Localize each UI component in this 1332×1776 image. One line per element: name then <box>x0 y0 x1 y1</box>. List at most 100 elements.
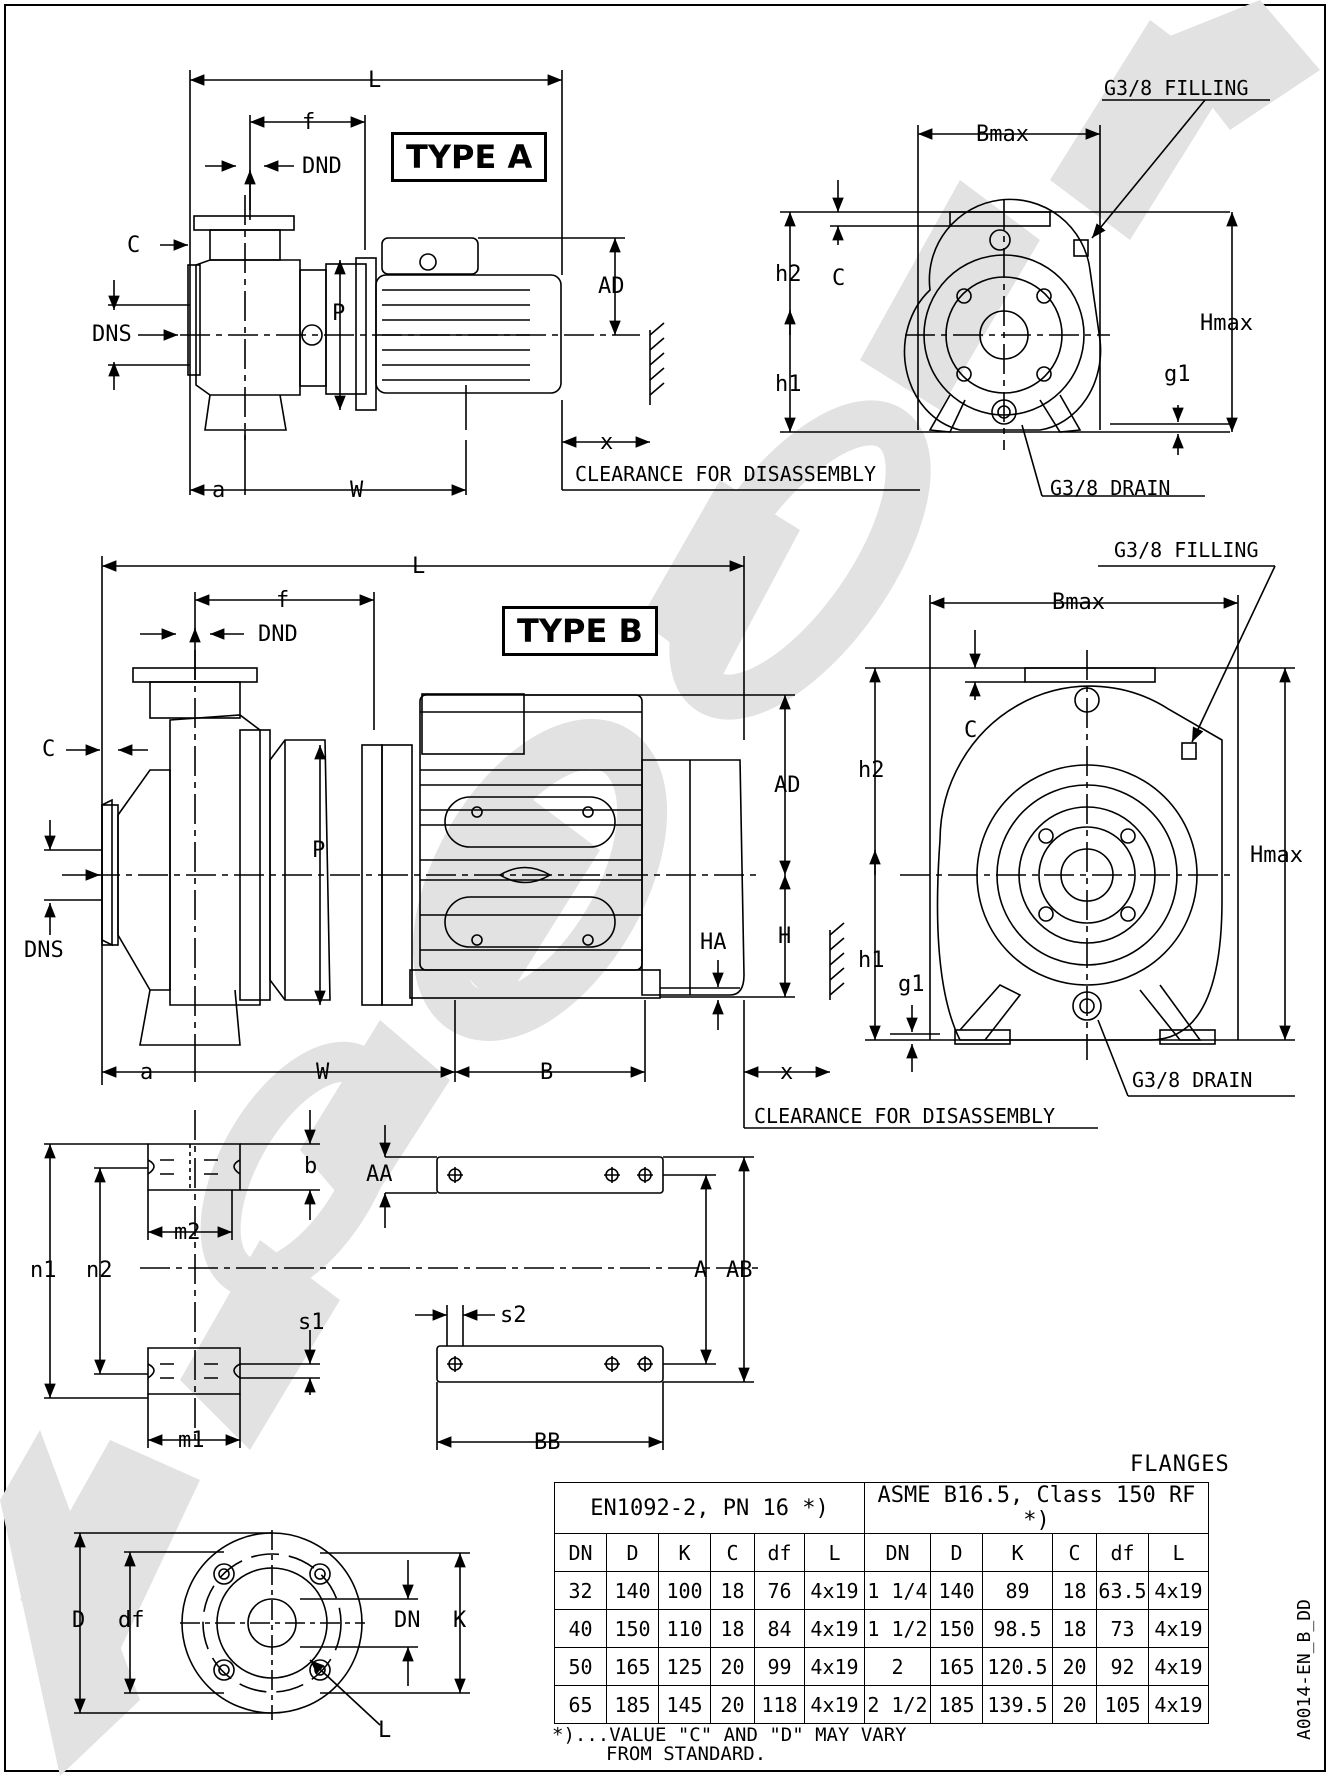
feet-s2: s2 <box>500 1303 527 1328</box>
cell: 98.5 <box>982 1609 1053 1648</box>
type-b-c: C <box>964 718 978 743</box>
type-b-dim-l: L <box>412 554 426 579</box>
th: C <box>710 1533 755 1572</box>
type-a-bmax: Bmax <box>976 122 1029 147</box>
type-b-bmax: Bmax <box>1052 590 1105 615</box>
flanges-caption: FLANGES <box>1130 1452 1230 1477</box>
type-b-hmax: Hmax <box>1250 843 1303 868</box>
type-a-title: TYPE A <box>391 132 548 182</box>
th: df <box>1096 1533 1149 1572</box>
th: C <box>1052 1533 1097 1572</box>
feet-b: b <box>304 1154 318 1179</box>
cell: 73 <box>1096 1609 1149 1648</box>
flanges-note: *)...VALUE "C" AND "D" MAY VARY FROM STA… <box>552 1726 907 1764</box>
cell: 40 <box>554 1609 607 1648</box>
cell: 4x19 <box>804 1647 865 1686</box>
feet-n2: n2 <box>86 1258 113 1283</box>
type-b-dim-c: C <box>42 737 56 762</box>
cell: 18 <box>710 1609 755 1648</box>
cell: 4x19 <box>1148 1571 1209 1610</box>
type-b-filling-label: G3/8 FILLING <box>1114 538 1259 562</box>
flanges-table: EN1092-2, PN 16 *) ASME B16.5, Class 150… <box>554 1482 1209 1724</box>
type-b-dim-h: H <box>778 924 792 949</box>
type-a-h2: h2 <box>775 262 802 287</box>
flange-view <box>74 1530 470 1726</box>
feet-bb: BB <box>534 1430 561 1455</box>
type-b-dim-f: f <box>276 588 290 613</box>
type-a-dim-c: C <box>127 233 141 258</box>
type-a-side-view <box>780 99 1270 497</box>
cell: 165 <box>606 1647 659 1686</box>
cell: 18 <box>1052 1609 1097 1648</box>
cell: 20 <box>710 1647 755 1686</box>
type-b-dim-x: x <box>780 1060 794 1085</box>
cell: 140 <box>606 1571 659 1610</box>
cell: 120.5 <box>982 1647 1053 1686</box>
type-b-dim-a: a <box>140 1060 154 1085</box>
cell: 20 <box>1052 1685 1097 1724</box>
note-line-2: FROM STANDARD. <box>606 1743 767 1765</box>
type-b-dim-ad: AD <box>774 773 801 798</box>
cell: 92 <box>1096 1647 1149 1686</box>
cell: 110 <box>658 1609 711 1648</box>
type-a-dim-x: x <box>600 430 614 455</box>
feet-m2: m2 <box>174 1220 201 1245</box>
cell: 84 <box>754 1609 805 1648</box>
type-a-c: C <box>832 266 846 291</box>
th: L <box>1148 1533 1209 1572</box>
cell: 140 <box>930 1571 983 1610</box>
type-a-hmax: Hmax <box>1200 311 1253 336</box>
document-id: A0014-EN_B_DD <box>1294 1599 1315 1740</box>
type-b-g1: g1 <box>898 972 925 997</box>
th: D <box>606 1533 659 1572</box>
flange-dn: DN <box>394 1608 421 1633</box>
flange-l: L <box>378 1718 392 1743</box>
th: DN <box>554 1533 607 1572</box>
type-a-drain-label: G3/8 DRAIN <box>1050 476 1171 500</box>
feet-aa: AA <box>366 1162 393 1187</box>
cell: 150 <box>930 1609 983 1648</box>
cell: 18 <box>1052 1571 1097 1610</box>
cell: 185 <box>606 1685 659 1724</box>
type-a-dim-w: W <box>350 478 364 503</box>
type-a-dim-p: P <box>332 301 346 326</box>
type-a-h1: h1 <box>775 372 802 397</box>
feet-n1: n1 <box>30 1258 57 1283</box>
cell: 4x19 <box>804 1685 865 1724</box>
cell: 105 <box>1096 1685 1149 1724</box>
type-b-drain-label: G3/8 DRAIN <box>1132 1068 1253 1092</box>
cell: 20 <box>710 1685 755 1724</box>
cell: 165 <box>930 1647 983 1686</box>
th: D <box>930 1533 983 1572</box>
th: L <box>804 1533 865 1572</box>
cell: 150 <box>606 1609 659 1648</box>
type-b-title: TYPE B <box>502 606 658 656</box>
cell: 145 <box>658 1685 711 1724</box>
cell: 2 <box>864 1647 931 1686</box>
cell: 100 <box>658 1571 711 1610</box>
type-a-dim-a: a <box>212 478 226 503</box>
cell: 63.5 <box>1096 1571 1149 1610</box>
type-b-dim-w: W <box>316 1060 330 1085</box>
type-b-dim-ha: HA <box>700 930 727 955</box>
feet-view <box>44 1110 760 1450</box>
cell: 4x19 <box>1148 1647 1209 1686</box>
drawing-frame <box>4 4 1326 1772</box>
type-a-dim-ad: AD <box>598 274 625 299</box>
th: df <box>754 1533 805 1572</box>
type-a-clearance: CLEARANCE FOR DISASSEMBLY <box>575 462 877 486</box>
cell: 32 <box>554 1571 607 1610</box>
type-b-dim-dns: DNS <box>24 938 64 963</box>
type-a-filling-label: G3/8 FILLING <box>1104 76 1249 100</box>
type-a-front-view <box>108 70 920 496</box>
th: DN <box>864 1533 931 1572</box>
type-b-dim-b: B <box>540 1060 554 1085</box>
cell: 139.5 <box>982 1685 1053 1724</box>
type-b-h2: h2 <box>858 758 885 783</box>
type-b-side-view <box>865 565 1295 1097</box>
table-header-row: DN D K C df L DN D K C df L <box>554 1533 1209 1572</box>
flange-k: K <box>453 1608 467 1633</box>
